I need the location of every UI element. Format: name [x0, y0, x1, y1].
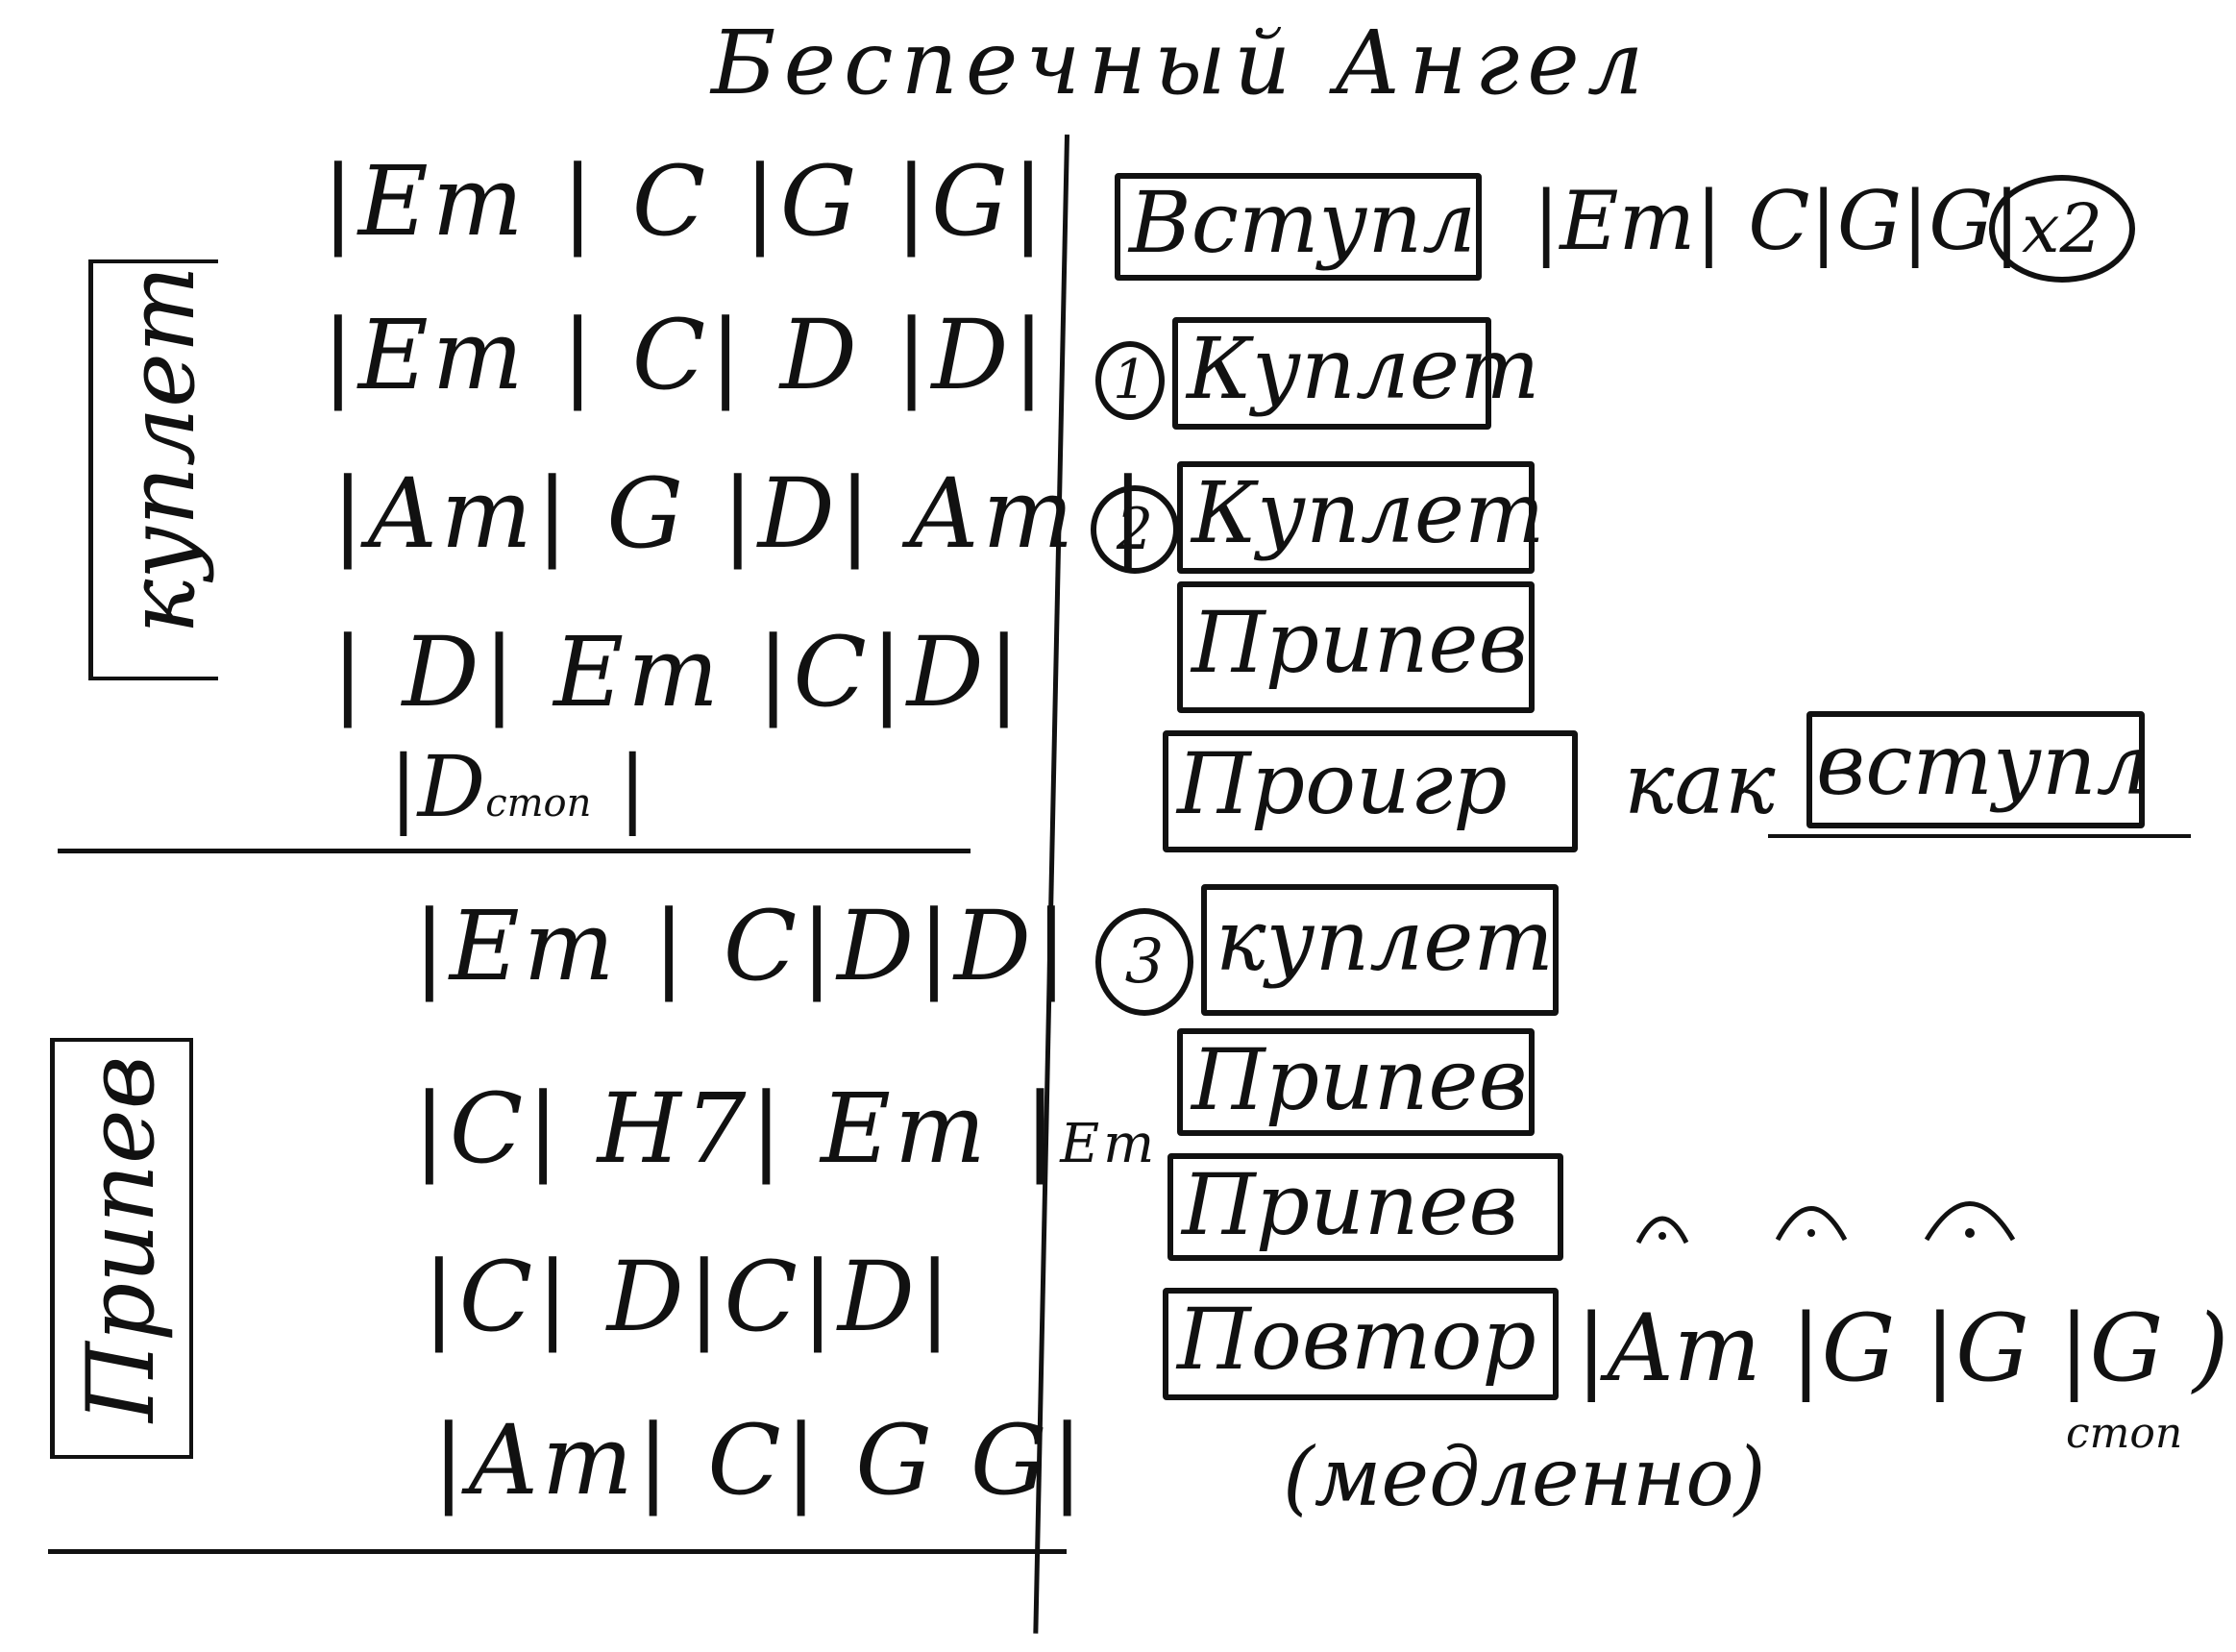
item-2-box — [1177, 461, 1535, 574]
right-section-divider — [1768, 834, 2191, 838]
item-7-box — [1167, 1153, 1563, 1261]
item-2-number: 2 — [1091, 485, 1179, 574]
chorus-label-box — [50, 1038, 193, 1459]
interlude-ref-box — [1806, 711, 2145, 828]
item-4-box — [1163, 730, 1578, 852]
verse-chorus-divider — [58, 849, 971, 853]
chorus-label: Припев — [67, 1055, 175, 1422]
item-6-label: Припев — [1192, 1030, 1528, 1129]
chorus-line-2-chords: |C| H7| Em | — [413, 1073, 1061, 1185]
verse-line-5: |Dстоп | — [389, 745, 647, 829]
verse-label-box — [88, 259, 218, 680]
verse-stop-note: стоп — [485, 781, 592, 826]
verse-line-2: |Em | C| D |D| — [322, 299, 1049, 411]
item-2-label: Куплет — [1192, 463, 1545, 562]
verse-line-5-tail: | — [591, 737, 648, 836]
chorus-line-3: |C| D|C|D| — [423, 1241, 955, 1353]
verse-line-5-chord: |D — [389, 737, 486, 836]
verse-line-3: |Am| G |D| Am | — [332, 457, 1148, 570]
chorus-line-4: |Am| C| G G| — [432, 1404, 1088, 1516]
item-5-number: 3 — [1095, 908, 1193, 1016]
fermata-icon — [1775, 1206, 1848, 1242]
item-5-label: куплет — [1216, 891, 1554, 990]
outro-chords: |Am |G |G |G ) — [1576, 1294, 2229, 1402]
item-8-label: Повтор — [1177, 1290, 1536, 1389]
interlude-ref: вступл — [1816, 715, 2150, 814]
bottom-divider — [48, 1549, 1067, 1554]
item-6-box — [1177, 1028, 1535, 1136]
fermata-icon — [1924, 1201, 2016, 1242]
outro-note: (медленно) — [1283, 1430, 1766, 1524]
intro-repeat-text: x2 — [2021, 189, 2102, 268]
fermata-icon — [1635, 1216, 1689, 1245]
item-8-box — [1163, 1288, 1559, 1400]
page-title: Беспечный Ангел — [711, 12, 1652, 114]
item-7-label: Припев — [1182, 1155, 1518, 1254]
verse-line-4: | D| Em |C|D| — [332, 616, 1024, 728]
interlude-text: как — [1624, 734, 1776, 833]
chorus-line-2: |C| H7| Em |Em — [413, 1081, 1158, 1177]
verse-line-1: |Em | C |G |G| — [322, 145, 1048, 258]
item-1-number: 1 — [1095, 341, 1165, 420]
item-4-label: Проигр — [1177, 734, 1508, 833]
outro-stop: стоп — [2066, 1409, 2183, 1458]
chorus-line-1: |Em | C|D|D| — [413, 890, 1071, 1002]
item-1-label: Куплет — [1187, 319, 1540, 418]
item-5-box — [1201, 884, 1559, 1016]
verse-label: куплет — [108, 265, 215, 634]
chorus-line-2-tail: Em — [1060, 1113, 1159, 1175]
item-3-box — [1177, 581, 1535, 713]
intro-repeat-badge: x2 — [1989, 175, 2135, 283]
intro-label: Вступл — [1129, 173, 1477, 272]
item-3-label: Припев — [1192, 593, 1528, 692]
item-1-box — [1172, 317, 1491, 430]
intro-chords: |Em| C|G|G| — [1533, 174, 2021, 268]
intro-box — [1115, 173, 1482, 281]
